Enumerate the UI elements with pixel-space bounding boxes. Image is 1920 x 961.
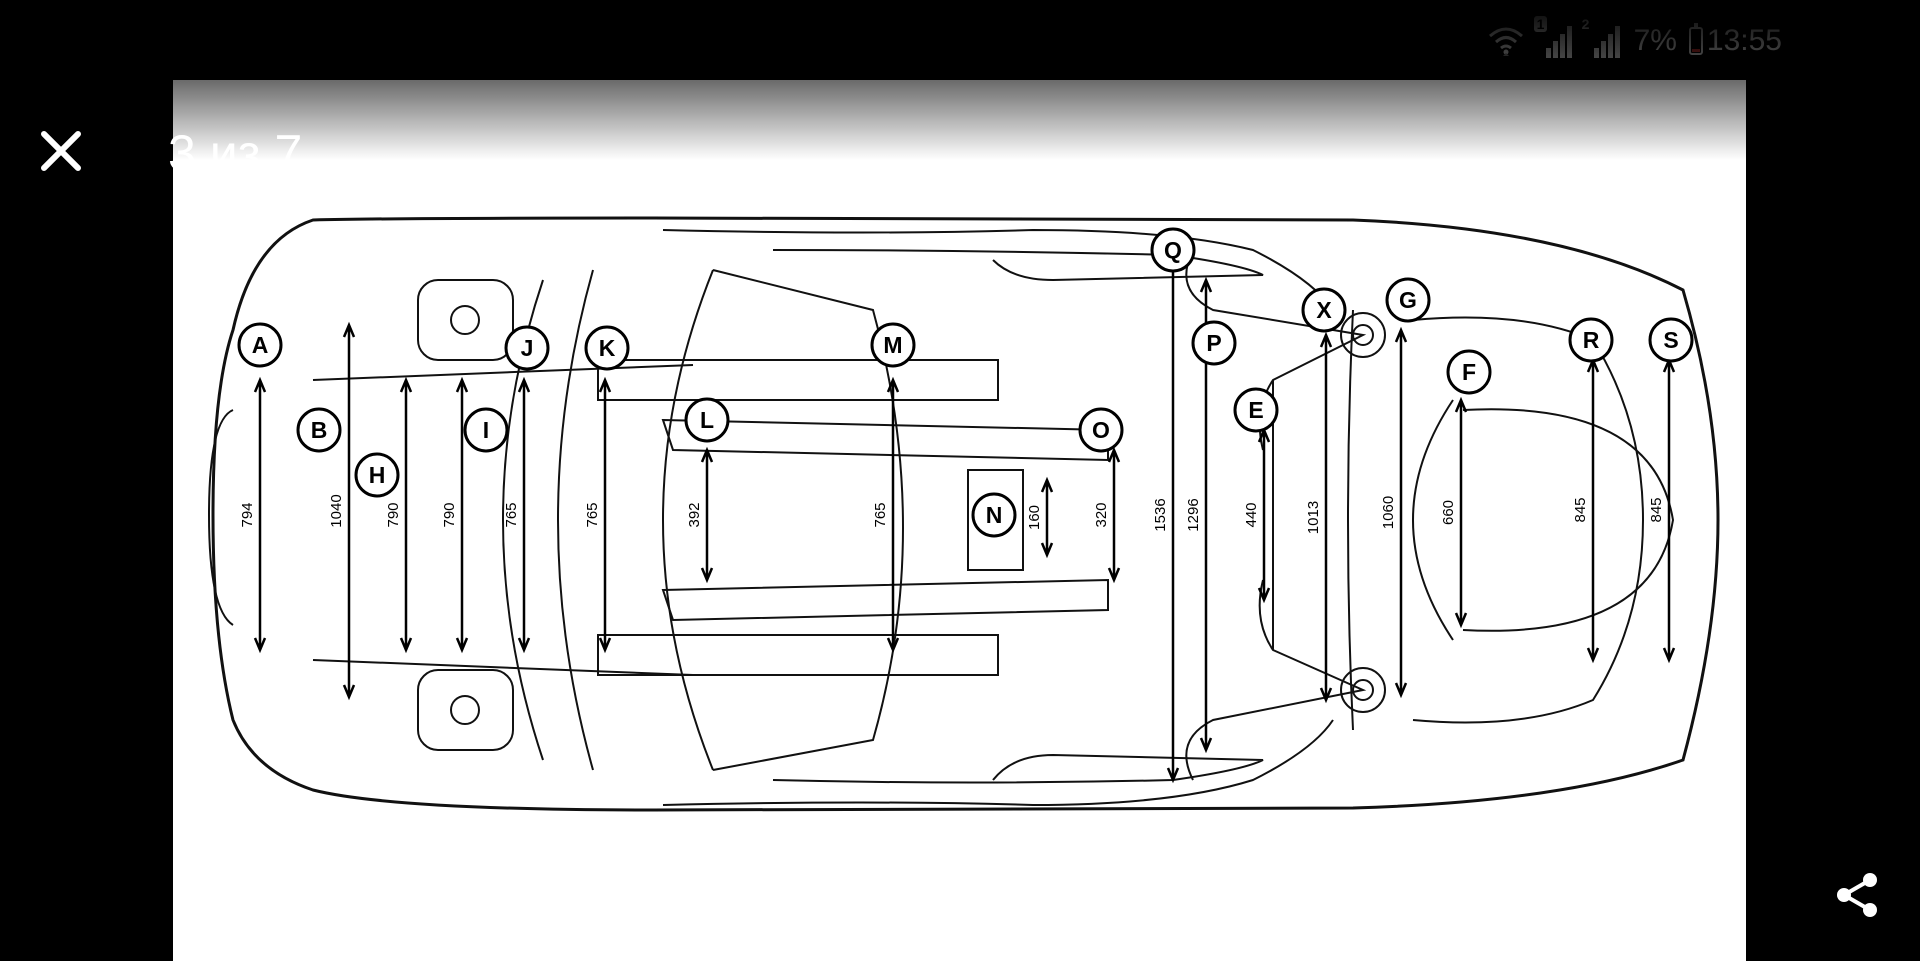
image-viewer[interactable]: 794 1040 790 790 765 765 392 765 160 320 1536 1296 4… (173, 80, 1746, 961)
battery-percent: 7% (1633, 24, 1677, 57)
dimension-9: 160 (1026, 476, 1054, 559)
svg-text:G: G (1399, 287, 1417, 313)
svg-text:794: 794 (239, 502, 256, 527)
svg-text:845: 845 (1648, 497, 1665, 522)
dimension-5: 765 (503, 376, 531, 654)
battery-icon (1688, 23, 1703, 55)
point-label-x: X (1301, 287, 1347, 333)
dimension-2: 1040 (328, 321, 356, 701)
svg-text:440: 440 (1243, 502, 1260, 527)
point-label-n: N (971, 492, 1017, 538)
point-label-e: E (1233, 387, 1279, 433)
svg-text:1060: 1060 (1380, 496, 1397, 529)
car-body-diagram: 794 1040 790 790 765 765 392 765 160 320 1536 1296 4… (207, 216, 1720, 812)
dimension-1: 794 (239, 376, 267, 654)
dimension-16: 660 (1440, 396, 1468, 629)
svg-text:L: L (700, 407, 714, 433)
svg-text:790: 790 (385, 502, 402, 527)
point-label-f: F (1446, 349, 1492, 395)
share-button[interactable] (1832, 870, 1882, 920)
close-button[interactable] (38, 128, 84, 174)
point-label-l: L (684, 397, 730, 443)
dimension-11: 1536 (1152, 246, 1180, 784)
point-label-a: A (237, 322, 283, 368)
close-icon (41, 131, 81, 171)
svg-text:A: A (252, 332, 269, 358)
svg-text:F: F (1462, 359, 1476, 385)
point-label-i: I (463, 407, 509, 453)
svg-text:320: 320 (1093, 502, 1110, 527)
dimension-8: 765 (872, 376, 900, 654)
svg-text:845: 845 (1572, 497, 1589, 522)
dimension-7: 392 (686, 446, 714, 584)
svg-text:O: O (1092, 417, 1110, 443)
status-icons: 1 2 7% 13:55 (1486, 16, 1782, 60)
status-bar: 1 2 7% 13:55 (0, 0, 1920, 80)
svg-text:765: 765 (584, 502, 601, 527)
point-label-j: J (504, 325, 550, 371)
svg-text:H: H (369, 462, 386, 488)
dimension-4: 790 (441, 376, 469, 654)
svg-text:392: 392 (686, 502, 703, 527)
point-label-r: R (1568, 317, 1614, 363)
point-label-o: O (1078, 407, 1124, 453)
svg-text:E: E (1248, 397, 1263, 423)
share-icon (1837, 873, 1877, 917)
svg-text:J: J (521, 335, 534, 361)
sim1-signal-icon: 1 (1533, 16, 1574, 58)
point-label-m: M (870, 322, 916, 368)
svg-text:X: X (1316, 297, 1332, 323)
svg-text:160: 160 (1026, 505, 1043, 530)
svg-text:Q: Q (1164, 237, 1182, 263)
point-label-g: G (1385, 277, 1431, 323)
svg-text:660: 660 (1440, 500, 1457, 525)
svg-text:1536: 1536 (1152, 498, 1169, 531)
svg-text:765: 765 (872, 502, 889, 527)
point-label-q: Q (1150, 227, 1196, 273)
image-counter: 3 из 7 (168, 125, 303, 181)
svg-text:M: M (883, 332, 902, 358)
dimension-10: 320 (1093, 446, 1121, 584)
svg-text:B: B (311, 417, 328, 443)
svg-text:765: 765 (503, 502, 520, 527)
dimension-18: 845 (1648, 356, 1676, 664)
clock: 13:55 (1706, 24, 1782, 57)
dimension-15: 1060 (1380, 326, 1408, 699)
point-label-h: H (354, 452, 400, 498)
svg-text:I: I (483, 417, 489, 443)
svg-text:R: R (1583, 327, 1600, 353)
point-label-k: K (584, 325, 630, 371)
dimension-14: 1013 (1305, 331, 1333, 704)
point-label-p: P (1191, 320, 1237, 366)
svg-text:N: N (986, 502, 1003, 528)
sim1-label: 1 (1533, 16, 1548, 32)
svg-text:P: P (1206, 330, 1221, 356)
svg-text:790: 790 (441, 502, 458, 527)
sim2-label: 2 (1581, 16, 1590, 32)
svg-text:1296: 1296 (1185, 498, 1202, 531)
svg-text:1040: 1040 (328, 494, 345, 527)
svg-text:S: S (1663, 327, 1678, 353)
dimension-6: 765 (584, 376, 612, 654)
dimension-3: 790 (385, 376, 413, 654)
svg-text:1013: 1013 (1305, 501, 1322, 534)
sim2-signal-icon: 2 (1582, 16, 1622, 58)
dimension-13: 440 (1243, 426, 1271, 604)
point-label-b: B (296, 407, 342, 453)
point-label-s: S (1648, 317, 1694, 363)
svg-text:K: K (599, 335, 616, 361)
wifi-icon (1488, 27, 1523, 56)
dimension-17: 845 (1572, 356, 1600, 664)
